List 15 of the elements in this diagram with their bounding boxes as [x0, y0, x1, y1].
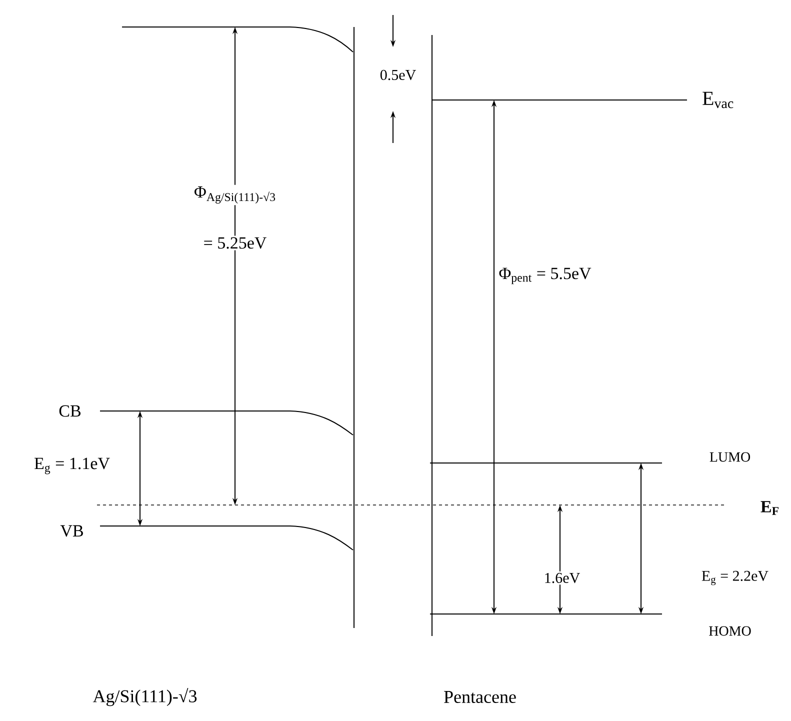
band-gap-label: E$_{g}$ = 2.2eV: [700, 569, 770, 587]
dimension-label: 0.5eV: [378, 68, 418, 82]
material-label: Ag/Si(111)-√3: [91, 686, 199, 708]
material-label: Pentacene: [442, 690, 518, 704]
band-gap-label: E$_{g}$ = 1.1eV: [32, 456, 112, 476]
level-label: LUMO: [708, 450, 752, 464]
work-function-label: Φ$_{pent}$ = 5.5eV: [497, 266, 593, 286]
dimension-label: 1.6eV: [542, 571, 582, 585]
level-label: E$_{F}$: [758, 500, 782, 516]
band-label: VB: [58, 524, 86, 538]
band-label: CB: [57, 404, 83, 418]
level-label: HOMO: [707, 624, 753, 638]
level-label: E$_{vac}$: [700, 90, 736, 110]
work-function-value: = 5.25eV: [202, 236, 268, 250]
work-function-label: Φ$_{Ag/Si(111)-√3}$: [192, 184, 278, 206]
